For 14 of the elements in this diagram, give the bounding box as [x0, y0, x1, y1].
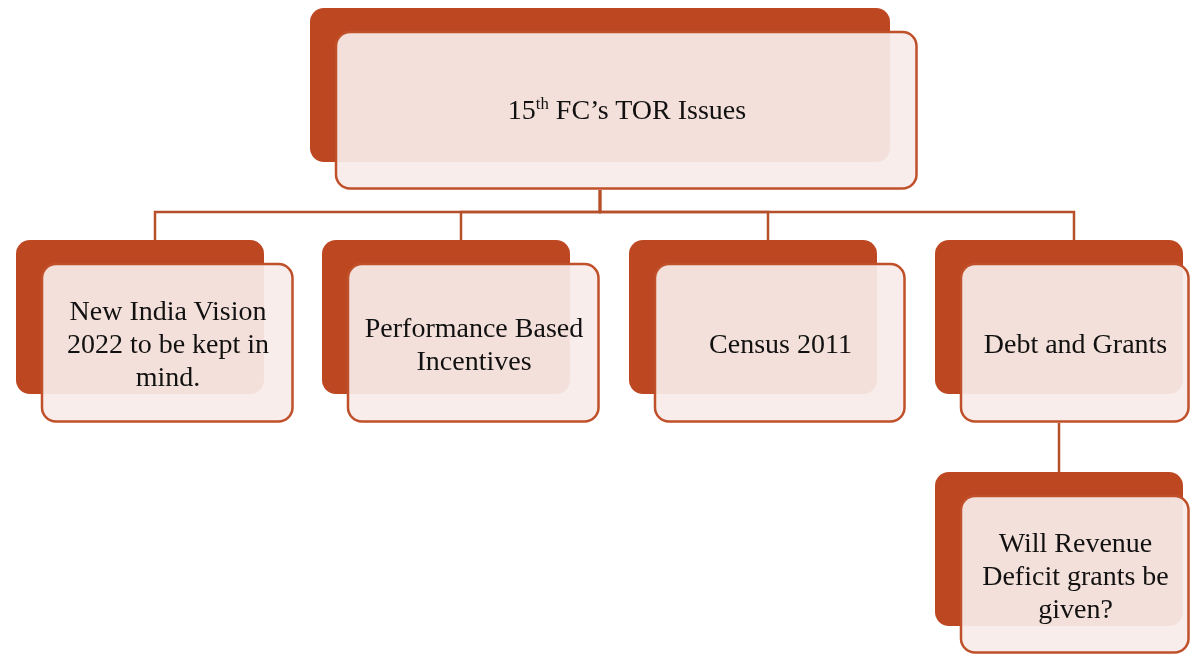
layered-box	[16, 240, 294, 423]
layered-box	[935, 240, 1190, 423]
node-label: Will Revenue Deficit grants be given?	[981, 525, 1170, 625]
node-label: 15$^{th}$ FC’s TOR Issues	[507, 93, 747, 127]
layered-box	[322, 240, 600, 423]
node-label: Census 2011	[709, 327, 852, 360]
layered-box	[935, 472, 1190, 654]
connector-line	[598, 190, 1076, 240]
connector-line	[1057, 423, 1061, 472]
layered-box	[629, 240, 906, 423]
layered-box	[310, 8, 918, 190]
node-label: New India Vision 2022 to be kept in mind.	[65, 294, 271, 393]
node-label: Debt and Grants	[983, 327, 1168, 360]
node-label: Performance Based Incentives	[363, 310, 585, 377]
